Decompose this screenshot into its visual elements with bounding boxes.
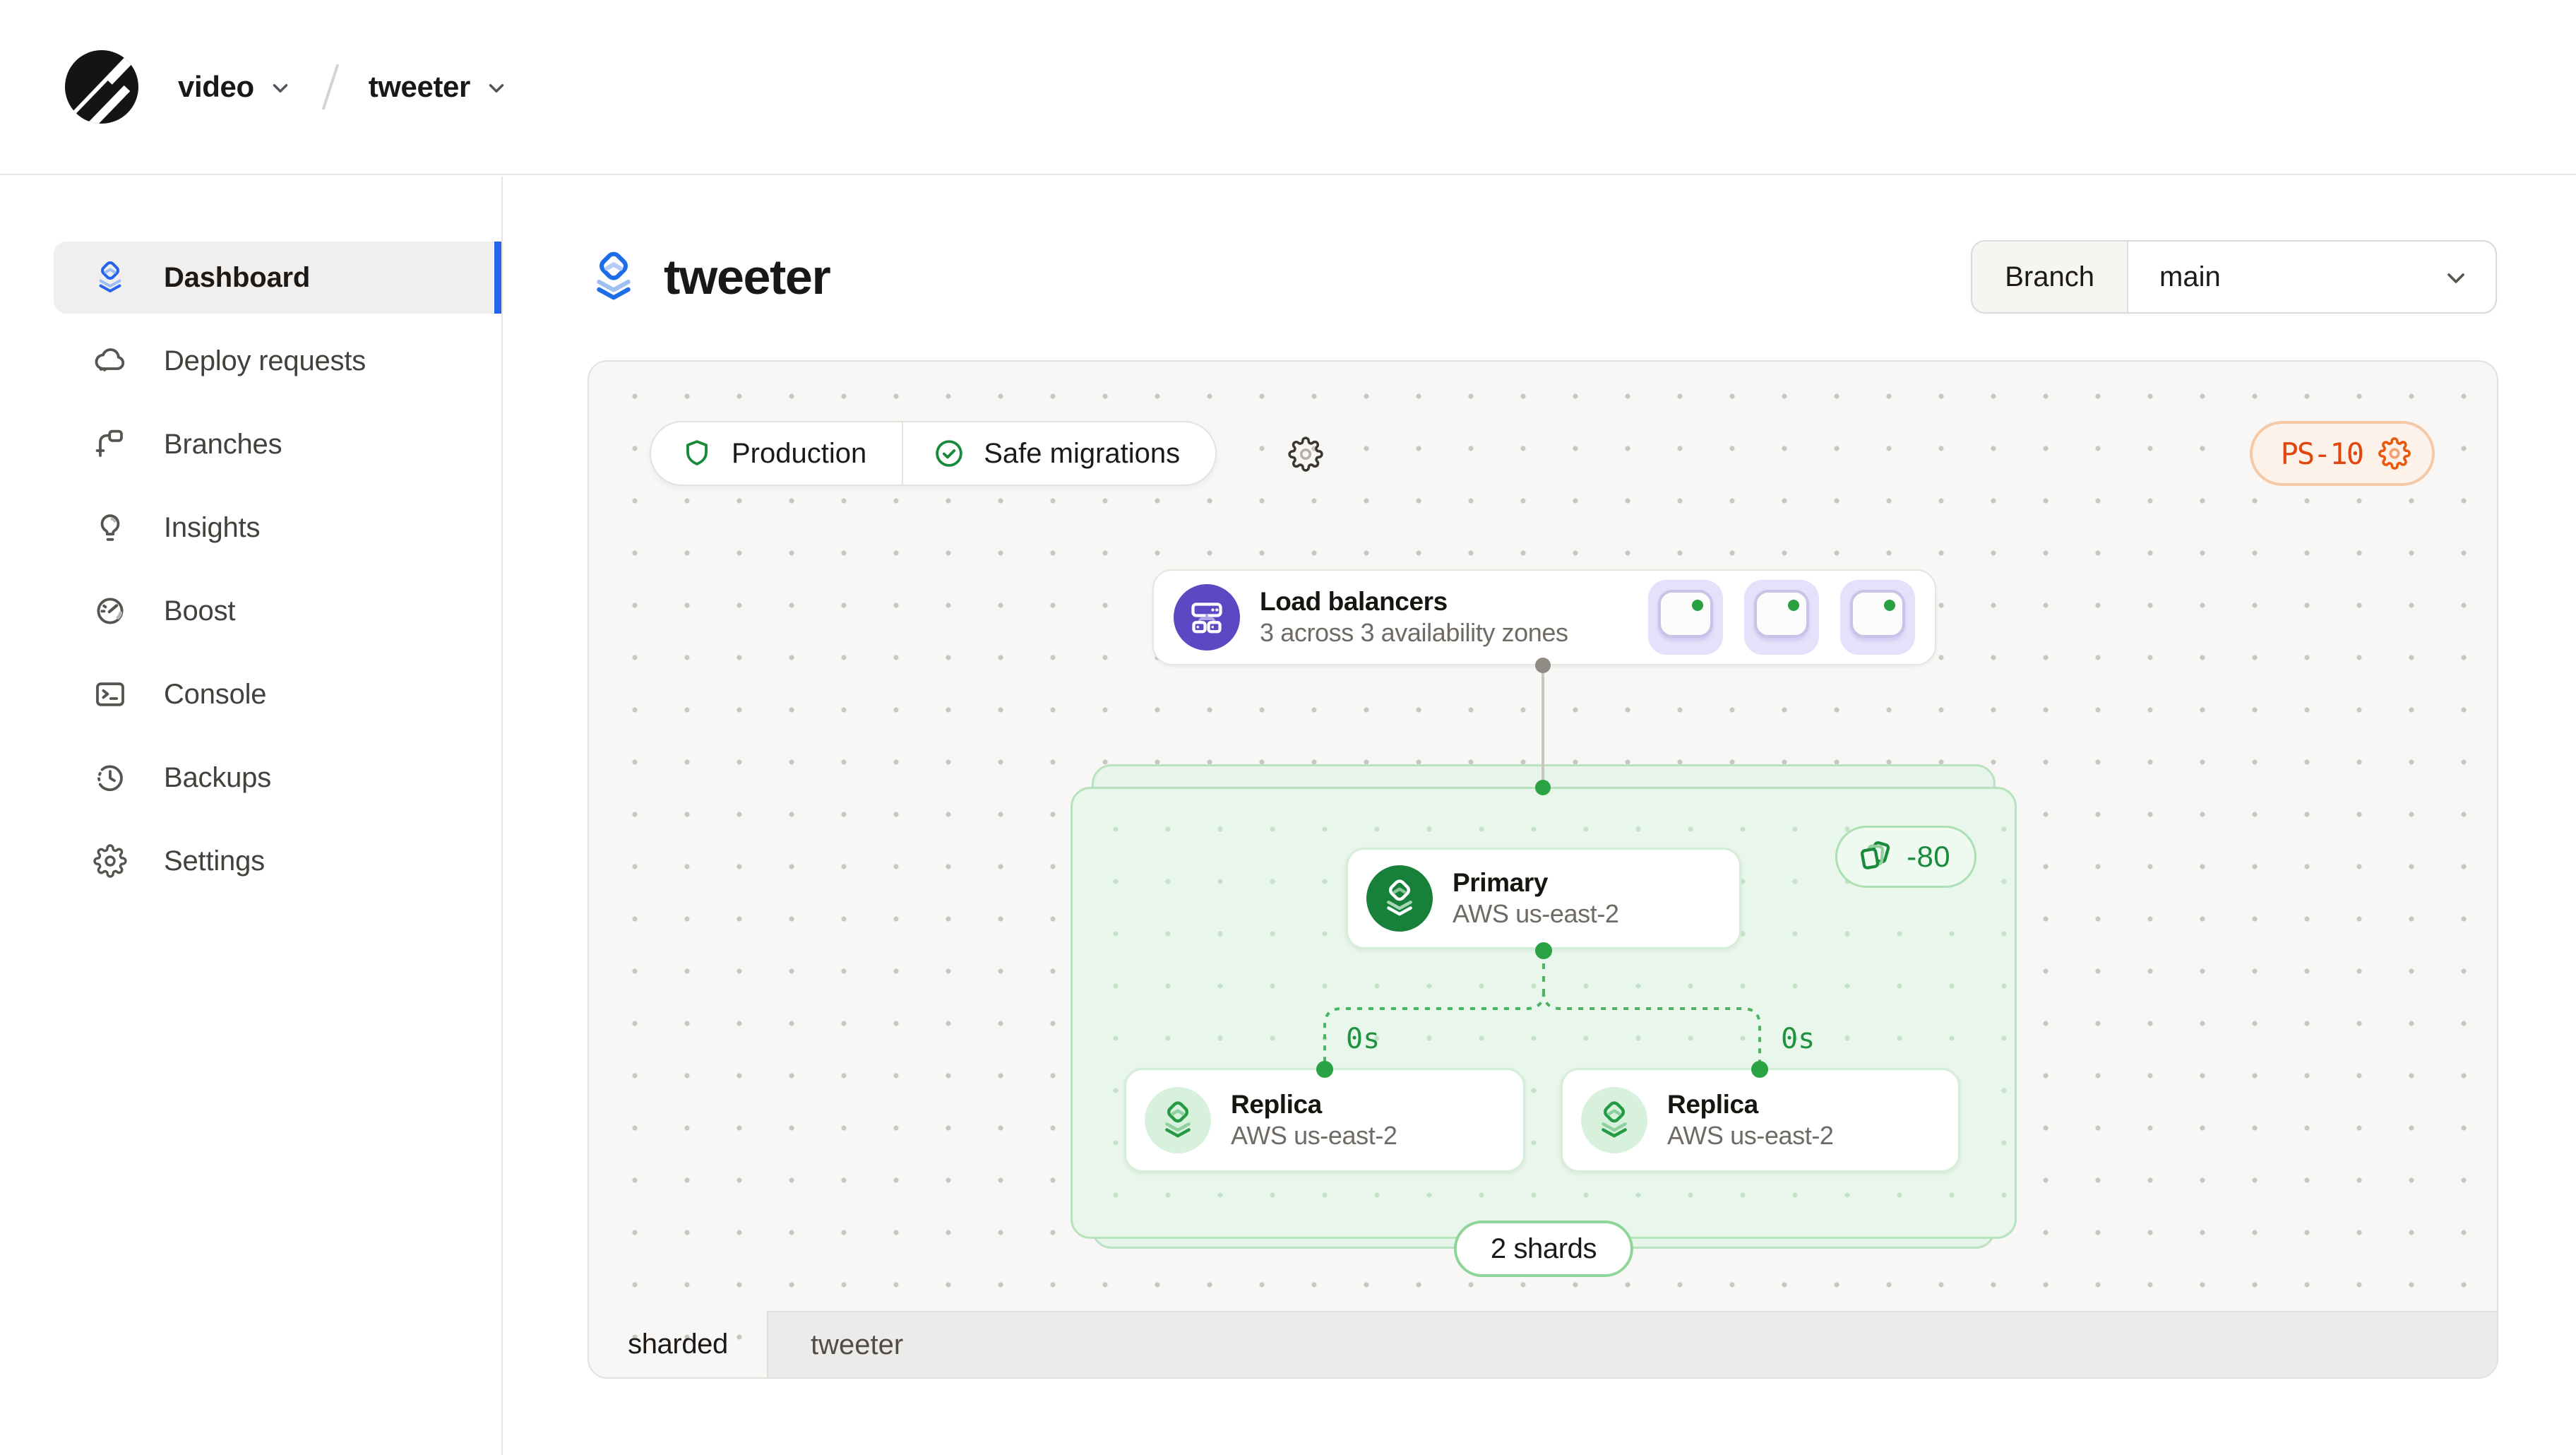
replication-lag-label: 0s: [1346, 1023, 1381, 1055]
breadcrumb-database[interactable]: tweeter: [368, 70, 471, 103]
sidebar-item-settings[interactable]: Settings: [54, 825, 501, 897]
replica-node-region: AWS us-east-2: [1667, 1121, 1834, 1150]
cluster-settings-gear-icon[interactable]: [1288, 436, 1323, 472]
branch-name: main: [2159, 261, 2221, 292]
sidebar-item-insights[interactable]: Insights: [54, 492, 501, 564]
top-bar: video tweeter: [0, 0, 2576, 175]
sidebar-item-dashboard[interactable]: Dashboard: [54, 242, 501, 314]
load-balancers-subtitle: 3 across 3 availability zones: [1260, 618, 1568, 647]
shard-metric-value: -80: [1907, 840, 1950, 873]
sidebar-item-boost[interactable]: Boost: [54, 575, 501, 647]
main-content: tweeter Branch main Production: [504, 177, 2576, 1455]
sidebar-item-label: Deploy requests: [164, 345, 366, 376]
sidebar-item-label: Insights: [164, 511, 261, 543]
primary-database-icon: [1366, 865, 1433, 932]
branch-icon: [95, 429, 123, 457]
sidebar-item-label: Settings: [164, 845, 265, 877]
replica-node-card[interactable]: Replica AWS us-east-2: [1561, 1068, 1960, 1172]
sidebar-item-backups[interactable]: Backups: [54, 742, 501, 814]
production-badge[interactable]: Production: [651, 422, 902, 485]
page-title: tweeter: [664, 249, 831, 304]
sidebar-item-console[interactable]: Console: [54, 658, 501, 730]
terminal-icon: [96, 682, 124, 706]
shield-icon: [686, 440, 708, 465]
cloud-icon: [95, 348, 125, 372]
branch-selector[interactable]: Branch main: [1971, 240, 2497, 314]
sidebar-item-branches[interactable]: Branches: [54, 408, 501, 480]
copies-icon: [1861, 841, 1890, 869]
breadcrumb-org[interactable]: video: [178, 70, 254, 103]
primary-node-title: Primary: [1453, 868, 1549, 897]
healthy-status-dot: [1788, 600, 1799, 611]
page-header: tweeter Branch main: [588, 239, 2497, 315]
replica-database-icon: [1145, 1087, 1211, 1153]
active-indicator-bar: [494, 242, 501, 314]
chevron-down-icon: [2447, 273, 2464, 283]
availability-zones: [1648, 580, 1915, 655]
sidebar-item-label: Dashboard: [164, 261, 311, 293]
production-badge-label: Production: [732, 437, 867, 469]
load-balancers-card[interactable]: Load balancers 3 across 3 availability z…: [1152, 569, 1936, 665]
sidebar-item-label: Backups: [164, 761, 272, 793]
safe-migrations-badge[interactable]: Safe migrations: [902, 422, 1215, 485]
sidebar: Dashboard Deploy requests Branches: [0, 177, 503, 1455]
cluster-size-badge[interactable]: PS-10: [2249, 421, 2435, 486]
primary-node-card[interactable]: Primary AWS us-east-2: [1346, 848, 1741, 949]
healthy-status-dot: [1884, 600, 1895, 611]
safe-migrations-badge-label: Safe migrations: [984, 437, 1181, 469]
chevron-down-icon[interactable]: [268, 76, 292, 100]
cluster-diagram-canvas: Production Safe migrations PS-10: [588, 360, 2498, 1379]
sidebar-item-deploy-requests[interactable]: Deploy requests: [54, 325, 501, 397]
chevron-down-icon[interactable]: [484, 76, 508, 100]
shard-count-pill[interactable]: 2 shards: [1453, 1221, 1634, 1277]
breadcrumb-separator: [321, 64, 340, 110]
availability-zone-chip[interactable]: [1840, 580, 1915, 655]
sidebar-item-label: Boost: [164, 595, 236, 626]
breadcrumb: video tweeter: [178, 63, 508, 111]
tab-sharded[interactable]: sharded: [628, 1328, 728, 1360]
database-layers-icon: [597, 251, 631, 300]
replica-node-region: AWS us-east-2: [1231, 1121, 1397, 1150]
tab-tweeter[interactable]: tweeter: [767, 1311, 2497, 1377]
sidebar-item-label: Branches: [164, 428, 282, 460]
clock-history-icon: [97, 765, 123, 792]
replica-node-title: Replica: [1231, 1090, 1322, 1119]
branch-selector-label: Branch: [1972, 242, 2128, 312]
healthy-status-dot: [1692, 600, 1703, 611]
lightbulb-icon: [100, 514, 120, 541]
availability-zone-chip[interactable]: [1648, 580, 1723, 655]
gauge-icon: [97, 598, 124, 624]
replica-database-icon: [1581, 1087, 1647, 1153]
gear-icon: [93, 844, 127, 878]
branch-selector-value[interactable]: main: [2128, 242, 2496, 312]
layers-icon: [99, 261, 121, 292]
cluster-status-pill: Production Safe migrations: [650, 421, 1217, 486]
replication-lag-label: 0s: [1781, 1023, 1815, 1055]
load-balancers-title: Load balancers: [1260, 587, 1448, 616]
keyspace-tab-bar: sharded tweeter: [589, 1311, 2497, 1377]
primary-node-region: AWS us-east-2: [1453, 899, 1619, 928]
check-circle-icon: [936, 440, 963, 467]
planetscale-logo-icon[interactable]: [62, 47, 141, 126]
load-balancer-icon: [1174, 584, 1240, 651]
replica-node-title: Replica: [1667, 1090, 1758, 1119]
cluster-size-label: PS-10: [2280, 436, 2364, 471]
sidebar-item-label: Console: [164, 678, 267, 710]
availability-zone-chip[interactable]: [1744, 580, 1819, 655]
shard-metric-badge[interactable]: -80: [1835, 826, 1976, 888]
gear-icon: [2378, 437, 2411, 470]
replica-node-card[interactable]: Replica AWS us-east-2: [1124, 1068, 1525, 1172]
